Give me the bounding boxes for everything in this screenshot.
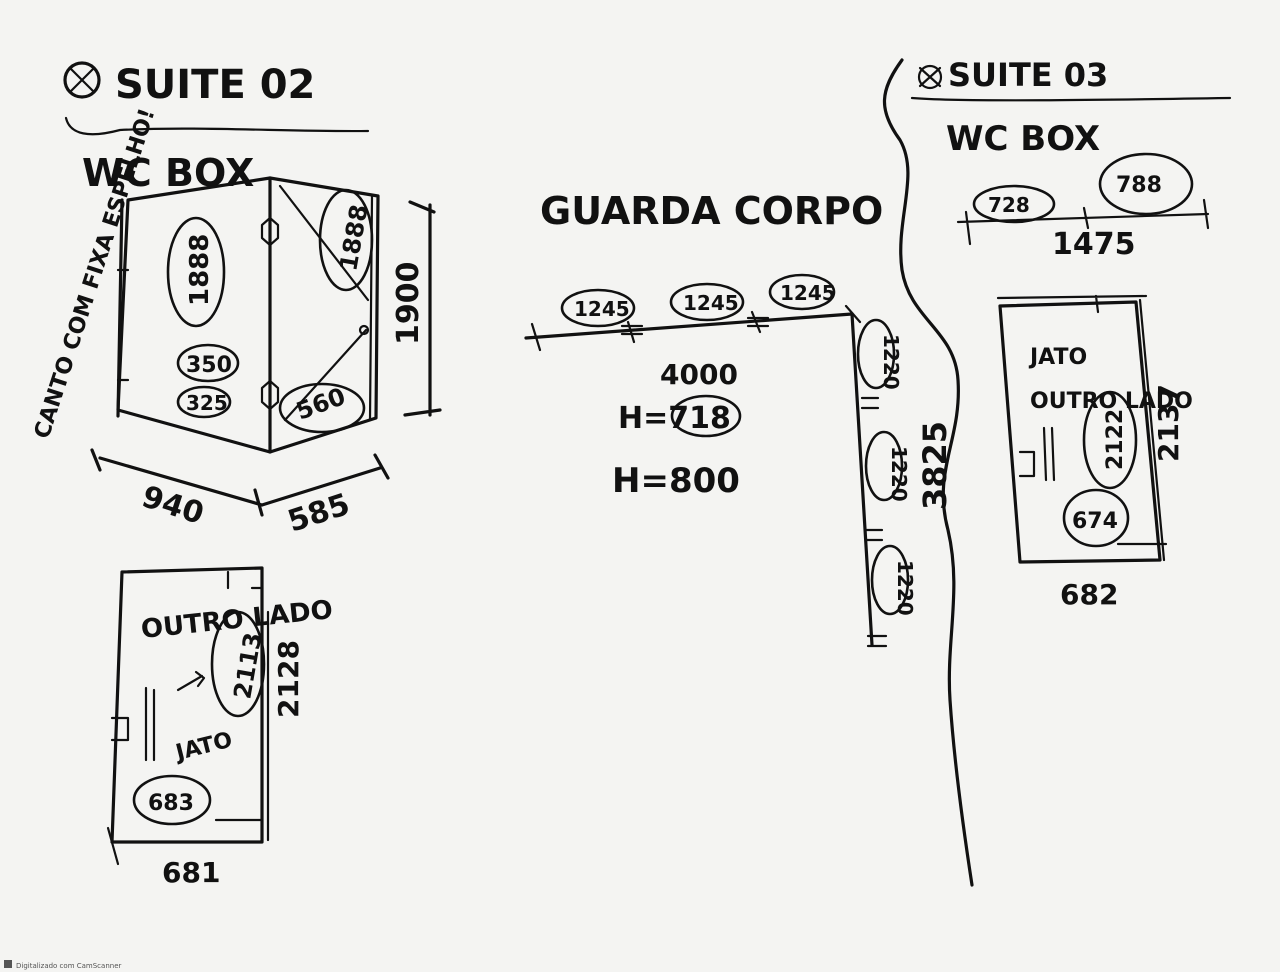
suite03-underline — [910, 96, 1232, 102]
segment-right-3: 1220 — [893, 560, 917, 616]
suite02-glass-right: 1888 — [334, 202, 373, 273]
suite03-door-width-outer: 682 — [1060, 578, 1118, 611]
bubble — [278, 382, 366, 434]
segment-right-1: 1220 — [879, 334, 903, 390]
h-value-1: H=718 — [618, 401, 731, 436]
guarda-corpo-title: GUARDA CORPO — [540, 189, 883, 233]
watermark: Digitalizado com CamScanner — [16, 962, 121, 970]
segment-top-1: 1245 — [574, 297, 630, 321]
suite02-dimension-labels: 1900 940 585 1888 1888 350 325 560 — [138, 188, 426, 540]
bubble — [176, 343, 240, 383]
suite03-heading: SUITE 03 — [948, 56, 1108, 94]
suite02-heading: SUITE 02 — [115, 62, 315, 108]
bubble — [132, 774, 212, 826]
suite02-height-right: 1900 — [391, 262, 426, 346]
suite03-door-labels: JATO OUTRO LADO 2122 2137 674 682 — [1028, 345, 1193, 611]
suite02-door-bottom: 560 — [292, 382, 349, 425]
suite03-header: SUITE 03 WC BOX — [910, 56, 1232, 159]
total-right: 3825 — [916, 421, 954, 510]
suite03-door-side-label: OUTRO LADO — [1030, 389, 1193, 414]
bubble — [210, 610, 266, 718]
cross-mark-icon — [68, 66, 96, 94]
guarda-corpo-drawing — [524, 273, 910, 648]
arrow-icon — [176, 670, 206, 692]
suite02-wc-label: WC BOX — [82, 151, 254, 195]
circled-mark-icon — [917, 64, 943, 90]
segment-top-3: 1245 — [780, 281, 836, 305]
suite03-box-drawing — [956, 152, 1210, 246]
suite02-door-drawing — [106, 566, 270, 866]
suite02-box-drawing — [90, 176, 442, 517]
section-divider — [882, 58, 974, 887]
suite02-header: SUITE 02 WC BOX — [63, 61, 370, 195]
cross-mark-icon — [918, 66, 942, 88]
suite03-seg-b: 788 — [1116, 173, 1162, 198]
suite02-door-side-label: OUTRO LADO — [140, 595, 335, 645]
segment-top-2: 1245 — [683, 291, 739, 315]
total-top: 4000 — [660, 358, 738, 391]
suite02-door-jato: JATO — [171, 728, 235, 767]
suite03-wc-label: WC BOX — [946, 119, 1100, 159]
camscanner-logo-icon — [4, 960, 12, 968]
segment-right-2: 1220 — [887, 446, 911, 502]
handle-icon — [358, 324, 370, 336]
suite02-glass-left: 1888 — [185, 234, 215, 306]
suite02-underline — [64, 116, 370, 136]
circled-mark-icon — [63, 61, 101, 99]
suite03-total: 1475 — [1052, 227, 1136, 262]
h-value-2: H=800 — [612, 461, 740, 501]
suite03-box-labels: 728 788 1475 — [988, 173, 1162, 262]
suite02-door-labels: OUTRO LADO JATO 2113 2128 683 681 — [140, 595, 335, 889]
suite03-door-jato: JATO — [1028, 345, 1087, 370]
suite03-seg-a: 728 — [988, 193, 1030, 217]
suite03-door-height-inner: 2122 — [1103, 409, 1128, 470]
suite02-door-height-outer: 2128 — [272, 640, 305, 718]
bubble — [176, 385, 232, 419]
suite02-door-width-outer: 681 — [162, 856, 220, 889]
bubble — [318, 188, 374, 292]
suite03-door-height-outer: 2137 — [1152, 384, 1185, 462]
hinge-icon — [260, 216, 280, 247]
suite02-small-b: 325 — [186, 391, 228, 415]
suite03-door-drawing — [996, 294, 1168, 564]
suite03-door-width-inner: 674 — [1072, 509, 1118, 534]
suite02-door-width-inner: 683 — [148, 791, 194, 816]
suite02-small-a: 350 — [186, 353, 232, 378]
hinge-icon — [260, 379, 280, 411]
guarda-corpo-labels: 1245 1245 1245 4000 H=718 H=800 1220 122… — [574, 281, 954, 616]
bubble — [166, 216, 226, 328]
